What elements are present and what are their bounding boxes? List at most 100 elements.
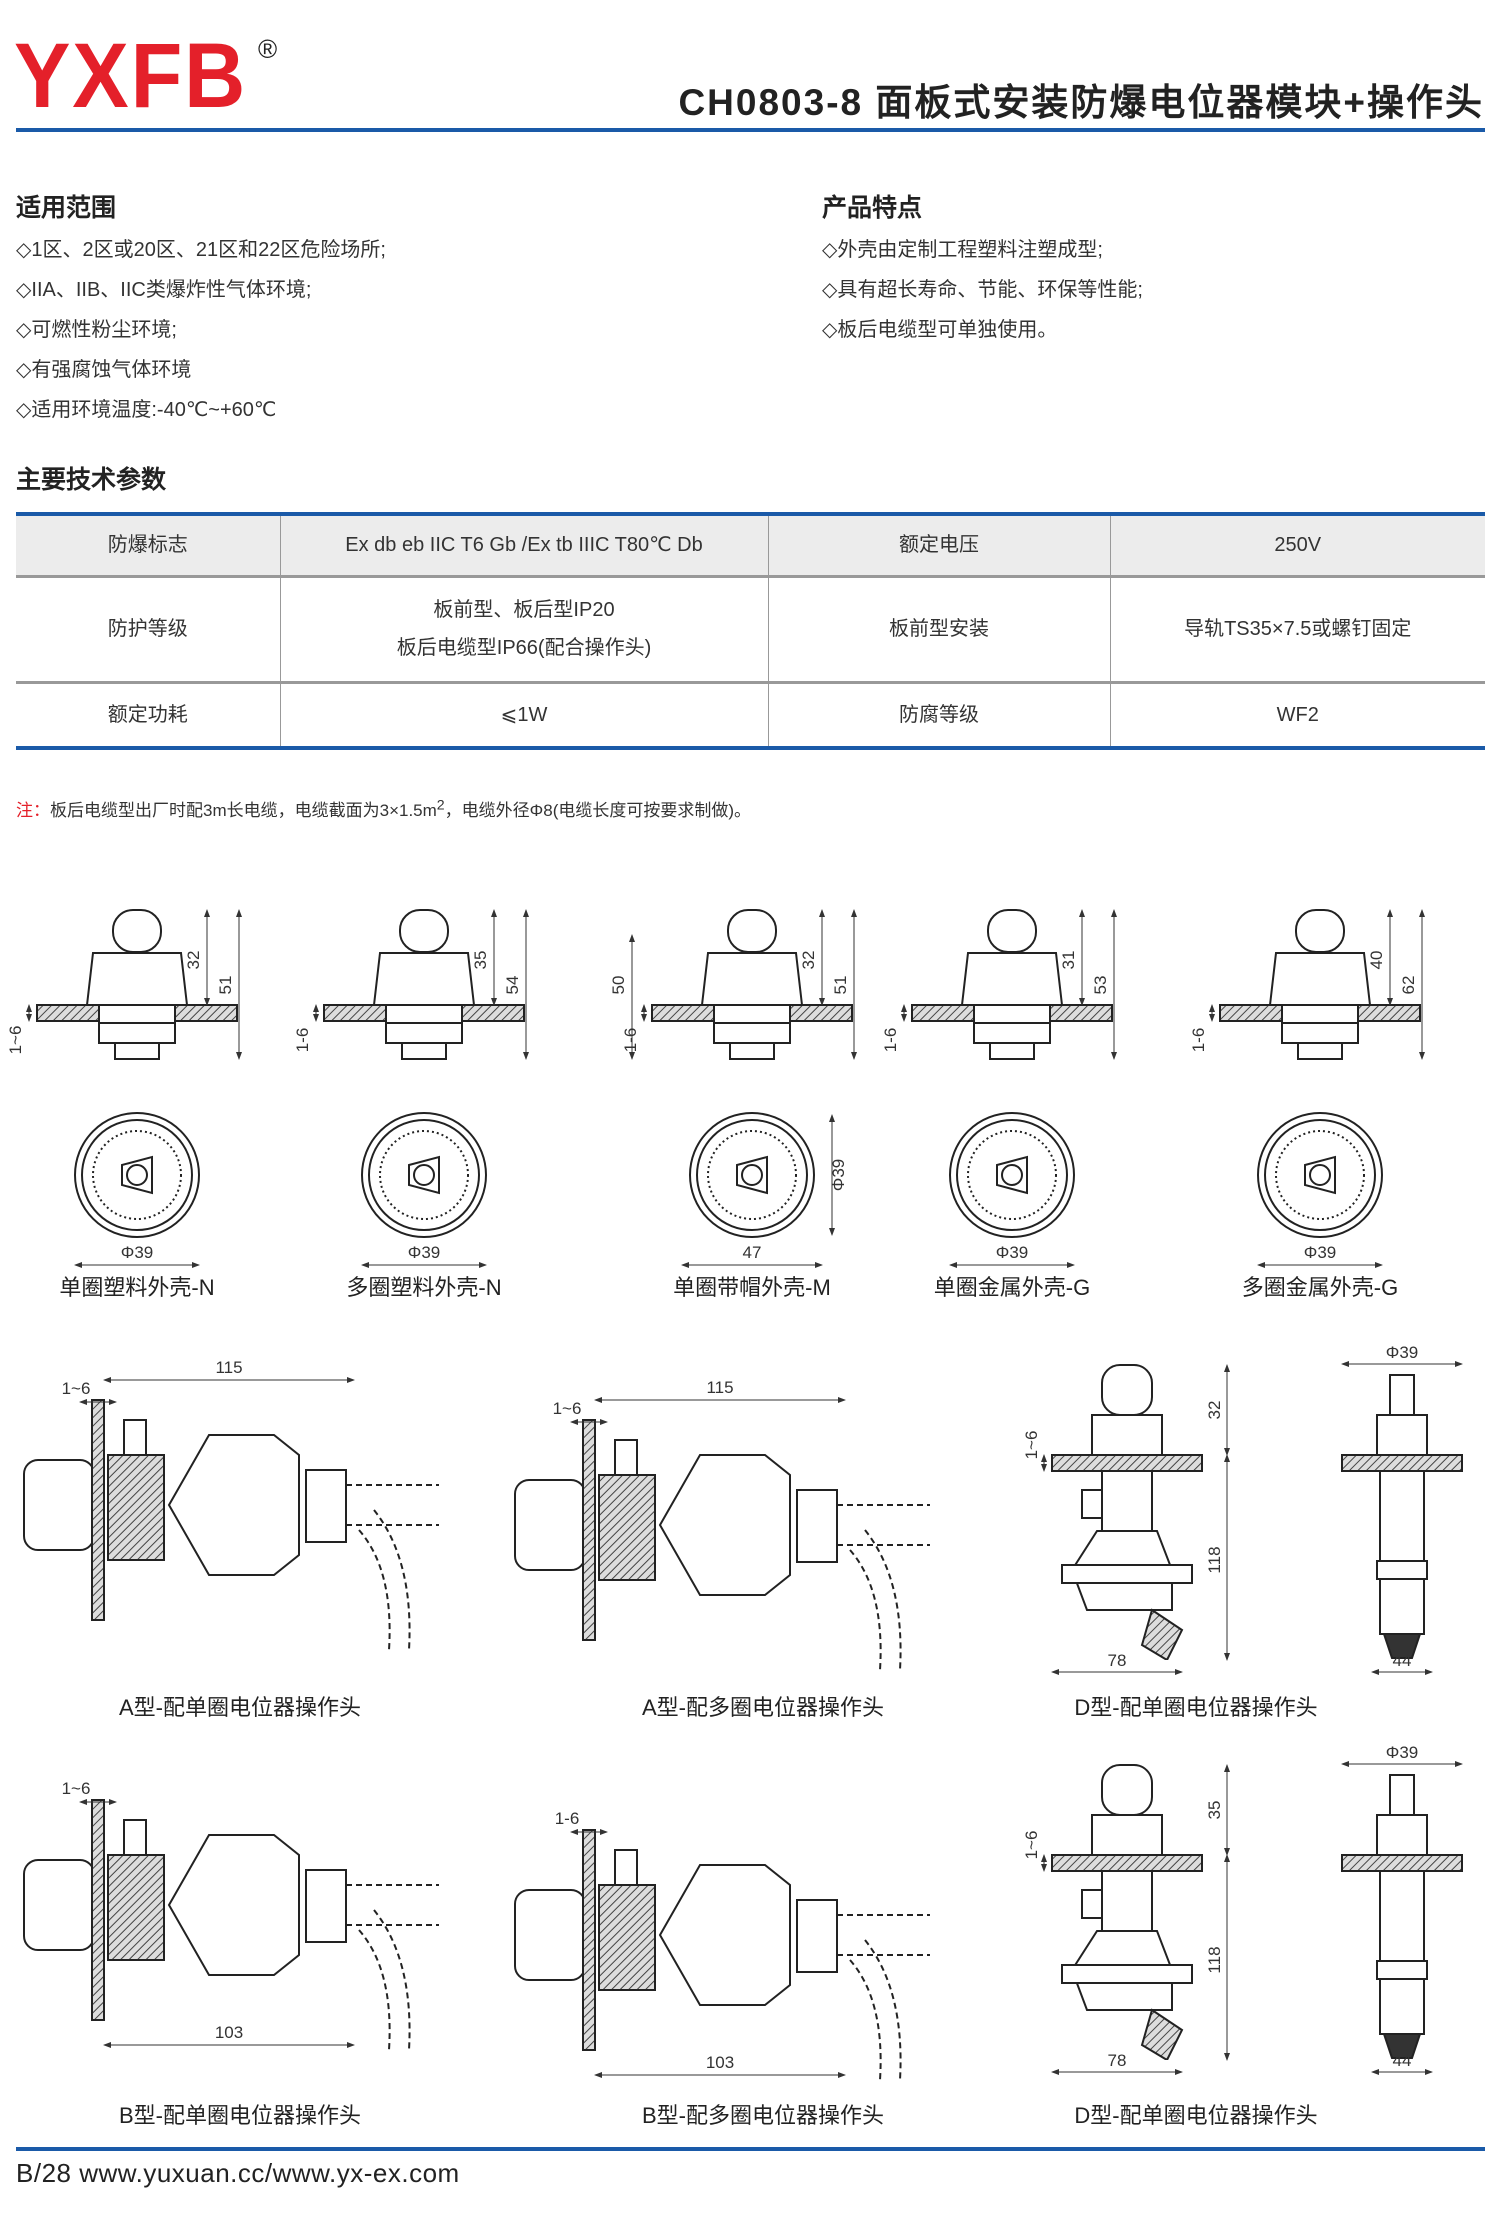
table-row: 额定功耗 ⩽1W 防腐等级 WF2 [16,682,1485,748]
dimension-label: 31 [1059,951,1078,970]
operator-drawing: 115 1~6 [514,1378,931,1671]
dimension-label: 50 [609,976,628,995]
dimension-label: 103 [706,2053,734,2072]
dimension-label: 115 [706,1378,733,1397]
table-cell: 防腐等级 [767,682,1110,748]
dimension-label: 1~6 [62,1779,91,1798]
feature-item: ◇板后电缆型可单独使用。 [822,319,1058,341]
top-view-drawing: Φ39 [949,1112,1075,1268]
dimension-label: Φ39 [1386,1343,1418,1362]
page-title: CH0803-8 面板式安装防爆电位器模块+操作头 [678,82,1484,123]
top-view-drawing: Φ39 [74,1112,200,1268]
scope-heading: 适用范围 [16,194,117,222]
scope-section: 适用范围 ◇1区、2区或20区、21区和22区危险场所; ◇IIA、IIB、II… [16,188,386,430]
housing-top-icon [949,1112,1075,1238]
figure-caption: D型-配单圈电位器操作头 [1074,2103,1318,2128]
operator-drawing: 103 1~6 [23,1779,440,2051]
dimension-label: 1~6 [62,1379,91,1398]
table-cell: 防护等级 [107,618,188,640]
scope-item: ◇适用环境温度:-40℃~+60℃ [16,399,277,421]
dimension-label: 1-6 [293,1028,312,1053]
operator-head-icon [23,1799,440,2051]
table-cell: 板前型安装 [767,576,1110,682]
dimension-label: 115 [215,1358,242,1377]
housing-top-icon [1257,1112,1383,1238]
table-cell: 额定功耗 [107,703,188,726]
top-view-drawing: Φ39 [1257,1112,1383,1268]
operator-drawing: 103 1-6 [514,1809,931,2081]
dimension-label: 35 [1205,1801,1224,1820]
footer-text: B/28 www.yuxuan.cc/www.yx-ex.com [16,2158,460,2188]
scope-item: ◇1区、2区或20区、21区和22区危险场所; [16,239,386,261]
dimension-label: 103 [215,2023,243,2042]
d-side-icon [1341,1774,1463,2059]
table-cell: 250V [1109,514,1485,576]
cell-line: 板后电缆型IP66(配合操作头) [396,637,652,659]
dimension-label: 1~6 [553,1399,582,1418]
operator-drawing: 115 1~6 [23,1358,440,1651]
cell-line: 板前型、板后型IP20 [433,599,615,621]
figure-caption: 多圈金属外壳-G [1241,1275,1399,1300]
housing-top-icon [361,1112,487,1238]
table-cell: WF2 [1109,682,1485,748]
d-front-icon [1051,1364,1203,1660]
table-cell: 板前型、板后型IP20 板后电缆型IP66(配合操作头) [279,576,768,682]
dimension-label: Φ39 [121,1243,153,1262]
operator-head-icon [514,1829,931,2081]
dimension-label: 32 [184,951,203,970]
note-text: 板后电缆型出厂时配3m长电缆，电缆截面为3×1.5m [50,801,437,820]
dimension-label: Φ39 [1304,1243,1336,1262]
scope-item: ◇IIA、IIB、IIC类爆炸性气体环境; [16,279,312,301]
table-cell: 额定电压 [767,514,1110,576]
table-cell: 防爆标志 [107,534,188,557]
dimension-label: 40 [1367,951,1386,970]
side-view-drawing: 32 51 1~6 [6,909,242,1060]
dimension-label: 118 [1205,1546,1224,1573]
dimension-label: 51 [831,976,850,995]
dimension-label: 47 [743,1243,762,1262]
dimension-label: 44 [1393,2051,1412,2070]
dimension-label: 1-6 [1189,1028,1208,1053]
table-row: 防爆标志 Ex db eb IIC T6 Gb /Ex tb IIIC T80℃… [16,514,1485,576]
note-text: ，电缆外径Φ8(电缆长度可按要求制做)。 [444,801,752,820]
dimension-label: Φ39 [1386,1743,1418,1762]
figure-caption: A型-配单圈电位器操作头 [118,1695,361,1720]
dimension-label: 32 [799,951,818,970]
figure-caption: A型-配多圈电位器操作头 [641,1695,884,1720]
dimension-label: 53 [1091,976,1110,995]
scope-item: ◇可燃性粉尘环境; [16,319,177,341]
note-sup: 2 [436,797,445,814]
dimension-label: Φ39 [829,1159,848,1191]
dimension-label: 1-6 [555,1809,580,1828]
scope-item: ◇有强腐蚀气体环境 [16,359,192,381]
housing-top-icon [74,1112,200,1238]
brand-logo: YXFB [14,25,248,127]
operator-head-icon [23,1399,440,1651]
dimension-label: 35 [471,951,490,970]
dimension-label: 51 [216,976,235,995]
dimension-label: 1~6 [1022,1831,1041,1860]
dimension-label: Φ39 [408,1243,440,1262]
figure-caption: 单圈塑料外壳-N [59,1275,215,1300]
top-view-drawing: 47 Φ39 [681,1112,848,1268]
table-cell: Ex db eb IIC T6 Gb /Ex tb IIIC T80℃ Db [279,514,768,576]
cable-note: 注：板后电缆型出厂时配3m长电缆，电缆截面为3×1.5m2，电缆外径Φ8(电缆长… [16,796,751,821]
d-side-icon [1341,1374,1463,1659]
dimension-label: 1~6 [1022,1431,1041,1460]
figure-caption: 单圈带帽外壳-M [673,1275,831,1300]
footer-divider [16,2147,1485,2151]
feature-item: ◇外壳由定制工程塑料注塑成型; [822,239,1103,261]
side-view-drawing: 31 53 1-6 [881,909,1117,1060]
figure-caption: 多圈塑料外壳-N [346,1275,502,1300]
specs-table: 防爆标志 Ex db eb IIC T6 Gb /Ex tb IIIC T80℃… [16,512,1485,750]
registered-mark: ® [258,34,278,64]
operator-head-icon [514,1419,931,1671]
dimension-label: 1-6 [881,1028,900,1053]
dimension-label: 1~6 [6,1026,25,1055]
note-label: 注： [16,801,50,820]
